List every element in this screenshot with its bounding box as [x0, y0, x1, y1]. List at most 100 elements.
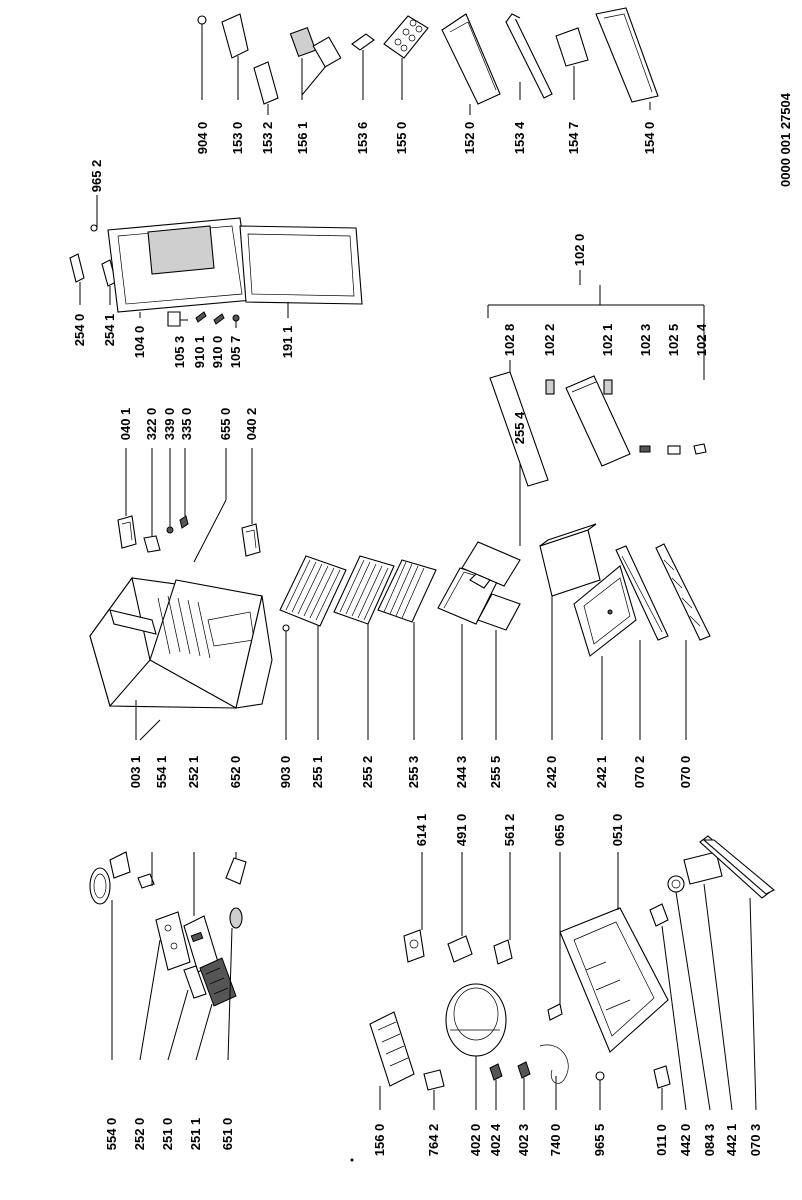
- part-102-2-drawing: [545, 379, 555, 395]
- part-065-0-drawing: [547, 852, 563, 1021]
- part-251-0-drawing: [167, 965, 207, 1061]
- part-252-0-drawing: [139, 911, 191, 1061]
- label-156-0: 156 0: [372, 1124, 387, 1157]
- part-040-2-drawing: [241, 448, 261, 557]
- part-242-0-drawing: [539, 523, 601, 740]
- label-102-3: 102 3: [638, 324, 653, 357]
- label-102-1: 102 1: [600, 324, 615, 357]
- label-244-3: 244 3: [454, 756, 469, 789]
- part-191-1-drawing: [239, 225, 363, 318]
- label-655-0: 655 0: [218, 408, 233, 441]
- label-322-0: 322 0: [144, 408, 159, 441]
- label-903-0: 903 0: [278, 756, 293, 789]
- part-153-0-drawing: [221, 13, 249, 100]
- label-070-0: 070 0: [678, 756, 693, 789]
- part-156-1-drawing: [289, 26, 342, 100]
- part-labels: 904 0 153 0 153 2 156 1 153 6 155 0 152 …: [72, 121, 763, 1156]
- label-255-2: 255 2: [360, 756, 375, 789]
- label-652-0: 652 0: [228, 756, 243, 789]
- label-011-0: 011 0: [654, 1124, 669, 1156]
- part-442-0-drawing: [649, 903, 687, 1111]
- label-153-2: 153 2: [260, 122, 275, 155]
- part-554-0-drawing: [89, 851, 131, 1060]
- label-335-0: 335 0: [179, 408, 194, 441]
- part-652-0-drawing: [225, 852, 247, 885]
- label-105-3: 105 3: [172, 336, 187, 369]
- label-254-0: 254 0: [72, 314, 87, 347]
- label-102-0: 102 0: [572, 234, 587, 267]
- part-402-0-compressor-drawing: [445, 983, 507, 1110]
- part-242-1-drawing: [573, 565, 637, 740]
- label-339-0: 339 0: [162, 408, 177, 441]
- part-255-3-drawing: [377, 559, 437, 740]
- part-442-1-drawing: [683, 851, 733, 1111]
- part-903-0-drawing: [282, 624, 290, 740]
- label-561-2: 561 2: [502, 814, 517, 847]
- part-402-3-drawing: [517, 1061, 531, 1110]
- label-442-1: 442 1: [724, 1124, 739, 1157]
- label-102-4: 102 4: [694, 323, 709, 356]
- part-965-2-top-drawing: [90, 195, 98, 232]
- label-554-0: 554 0: [104, 1118, 119, 1151]
- label-764-2: 764 2: [426, 1124, 441, 1157]
- part-102-4-drawing: [693, 443, 707, 455]
- part-255-4-drawing: [461, 460, 521, 589]
- label-910-1: 910 1: [192, 336, 207, 369]
- part-102-3-drawing: [639, 445, 651, 453]
- part-402-4-drawing: [489, 1063, 503, 1110]
- part-335-0-drawing: [179, 448, 189, 529]
- label-251-0: 251 0: [160, 1118, 175, 1151]
- part-102-5-drawing: [667, 445, 681, 455]
- label-904-0: 904 0: [195, 122, 210, 155]
- label-105-7: 105 7: [228, 336, 243, 369]
- part-153-2-drawing: [253, 61, 279, 115]
- part-740-0-drawing: [539, 1044, 569, 1110]
- part-965-5-drawing: [595, 1071, 605, 1110]
- label-084-3: 084 3: [702, 1124, 717, 1157]
- part-491-0-drawing: [447, 852, 473, 963]
- part-102-8-drawing: [489, 360, 549, 487]
- label-070-3: 070 3: [748, 1124, 763, 1157]
- part-155-0-drawing: [383, 15, 429, 100]
- label-554-1: 554 1: [154, 756, 169, 789]
- part-255-5-drawing: [477, 593, 521, 740]
- label-242-1: 242 1: [594, 756, 609, 789]
- label-965-5: 965 5: [592, 1124, 607, 1157]
- part-153-6-drawing: [351, 33, 375, 100]
- dot-marker: [350, 1158, 354, 1162]
- label-965-2-top: 965 2: [89, 160, 104, 193]
- label-254-1: 254 1: [102, 314, 117, 347]
- part-105-3-drawing: [167, 311, 188, 327]
- label-255-1: 255 1: [310, 756, 325, 789]
- part-102-1-drawing: [565, 375, 631, 467]
- part-339-0-drawing: [166, 448, 174, 534]
- label-402-0: 402 0: [468, 1124, 483, 1157]
- label-491-0: 491 0: [454, 814, 469, 847]
- part-003-1-cabinet-drawing: [89, 576, 273, 740]
- part-153-4-drawing: [505, 13, 553, 100]
- part-251-1-drawing: [195, 957, 237, 1061]
- label-242-0: 242 0: [544, 756, 559, 789]
- label-153-6: 153 6: [355, 122, 370, 155]
- part-554-1-lamp-drawing: [137, 852, 155, 889]
- label-040-1: 040 1: [118, 408, 133, 441]
- label-255-4: 255 4: [512, 411, 527, 444]
- part-651-0-drawing: [227, 907, 243, 1061]
- label-191-1: 191 1: [280, 326, 295, 359]
- label-065-0: 065 0: [552, 814, 567, 847]
- label-402-4: 402 4: [488, 1123, 503, 1156]
- label-255-3: 255 3: [406, 756, 421, 789]
- label-070-2: 070 2: [632, 756, 647, 789]
- part-104-0-drawing: [107, 217, 253, 318]
- part-764-2-drawing: [423, 1069, 445, 1110]
- label-154-0: 154 0: [642, 122, 657, 155]
- label-156-1: 156 1: [295, 122, 310, 155]
- part-554-1-drawing: [135, 700, 161, 741]
- label-102-2: 102 2: [542, 324, 557, 357]
- part-254-0-drawing: [69, 253, 85, 305]
- label-040-2: 040 2: [244, 408, 259, 441]
- label-651-0: 651 0: [220, 1118, 235, 1151]
- label-252-0: 252 0: [132, 1118, 147, 1151]
- part-561-2-drawing: [493, 852, 513, 965]
- label-740-0: 740 0: [548, 1124, 563, 1157]
